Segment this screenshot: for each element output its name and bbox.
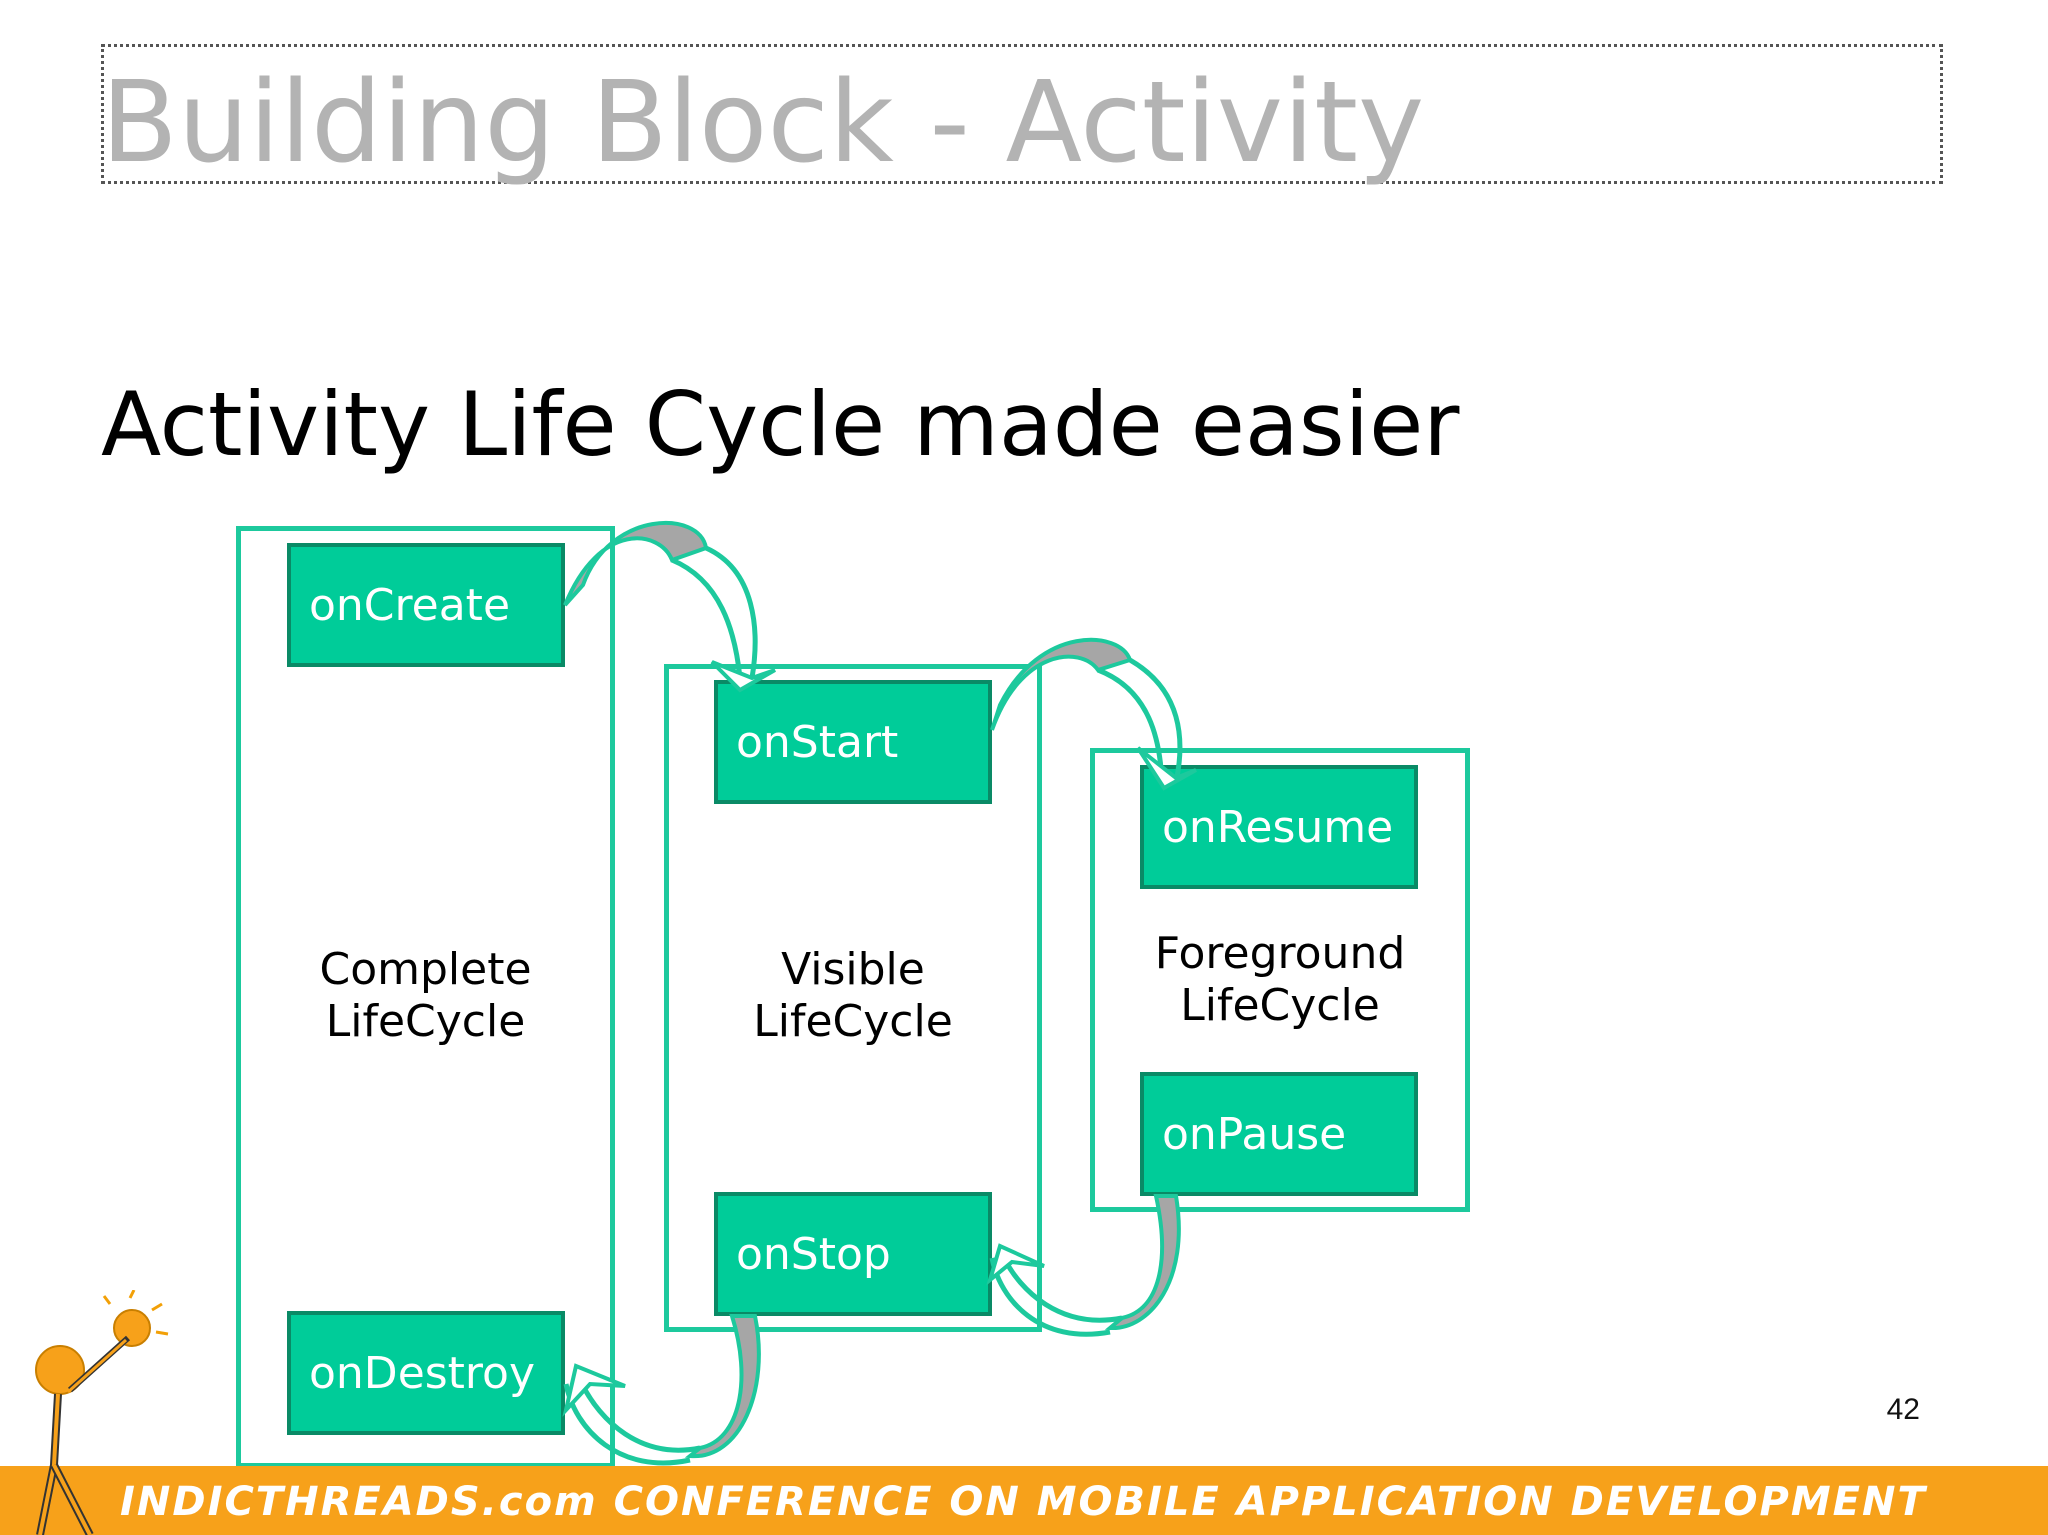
arrow-onstop-to-ondestroy (562, 1314, 761, 1466)
slide-subtitle: Activity Life Cycle made easier (101, 373, 1460, 476)
footer-text: INDICTHREADS.com CONFERENCE ON MOBILE AP… (120, 1479, 1927, 1525)
title-placeholder-border (101, 44, 1943, 184)
arrow-onpause-to-onstop (986, 1194, 1181, 1337)
arrow-oncreate-to-onstart (563, 521, 776, 693)
method-oncreate: onCreate (287, 543, 565, 667)
visible-lifecycle-label: Visible LifeCycle (753, 944, 953, 1047)
mascot-logo-icon (35, 1290, 169, 1535)
page-number: 42 (1886, 1393, 1920, 1426)
footer-bar (0, 1466, 2048, 1535)
complete-lifecycle-label: Complete LifeCycle (319, 944, 532, 1047)
foreground-lifecycle-label: Foreground LifeCycle (1154, 928, 1406, 1031)
method-onresume: onResume (1140, 765, 1418, 889)
method-onstart: onStart (714, 680, 992, 804)
arrow-onstart-to-onresume (990, 637, 1197, 791)
method-onpause: onPause (1140, 1072, 1418, 1196)
slide-title: Building Block - Activity (101, 58, 1425, 188)
method-ondestroy: onDestroy (287, 1311, 565, 1435)
method-onstop: onStop (714, 1192, 992, 1316)
